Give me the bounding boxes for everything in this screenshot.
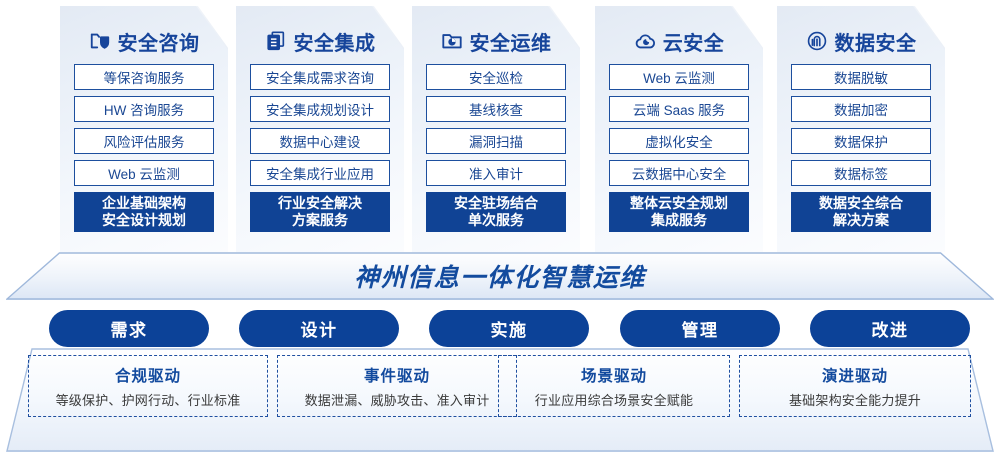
- service-item[interactable]: 数据脱敏: [791, 64, 931, 90]
- phase-pill-row: 需求设计实施管理改进: [0, 310, 1000, 348]
- service-column: 安全运维安全巡检基线核查漏洞扫描准入审计安全驻场结合单次服务: [412, 6, 580, 252]
- driver-group: 合规驱动等级保护、护网行动、行业标准事件驱动数据泄漏、威胁攻击、准入审计场景驱动…: [0, 355, 1000, 445]
- banner-title: 神州信息一体化智慧运维: [0, 252, 1000, 300]
- service-item[interactable]: 数据保护: [791, 128, 931, 154]
- service-item[interactable]: 风险评估服务: [74, 128, 214, 154]
- column-highlight-card[interactable]: 数据安全综合解决方案: [791, 192, 931, 232]
- driver-card[interactable]: 演进驱动基础架构安全能力提升: [739, 355, 971, 417]
- column-header: 安全咨询: [60, 26, 228, 56]
- service-item[interactable]: 数据加密: [791, 96, 931, 122]
- column-highlight-card[interactable]: 整体云安全规划集成服务: [609, 192, 749, 232]
- cloud-icon: [634, 30, 656, 52]
- column-header: 数据安全: [777, 26, 945, 56]
- fingerprint-icon: [806, 30, 828, 52]
- driver-description: 数据泄漏、威胁攻击、准入审计: [304, 392, 490, 408]
- driver-title: 事件驱动: [363, 367, 430, 385]
- service-column: 数据安全数据脱敏数据加密数据保护数据标签数据安全综合解决方案: [777, 6, 945, 252]
- highlight-line: 安全驻场结合: [454, 195, 538, 211]
- phase-pill[interactable]: 设计: [239, 310, 399, 347]
- banner-title-text: 神州信息一体化智慧运维: [354, 264, 646, 292]
- phase-pill[interactable]: 实施: [429, 310, 589, 347]
- service-item[interactable]: 数据标签: [791, 160, 931, 186]
- phase-pill[interactable]: 管理: [620, 310, 780, 347]
- highlight-line: 解决方案: [833, 212, 889, 228]
- service-item-list: 安全巡检基线核查漏洞扫描准入审计安全驻场结合单次服务: [426, 64, 566, 232]
- column-highlight-card[interactable]: 企业基础架构安全设计规划: [74, 192, 214, 232]
- service-item[interactable]: 安全巡检: [426, 64, 566, 90]
- column-title: 云安全: [662, 32, 725, 55]
- service-item[interactable]: 基线核查: [426, 96, 566, 122]
- highlight-line: 行业安全解决: [278, 195, 362, 211]
- service-item[interactable]: 漏洞扫描: [426, 128, 566, 154]
- driver-card[interactable]: 场景驱动行业应用综合场景安全赋能: [498, 355, 730, 417]
- service-item[interactable]: Web 云监测: [74, 160, 214, 186]
- highlight-line: 整体云安全规划: [630, 195, 728, 211]
- driver-title: 演进驱动: [821, 367, 888, 385]
- highlight-line: 集成服务: [651, 212, 707, 228]
- phase-pill[interactable]: 需求: [49, 310, 209, 347]
- column-highlight-card[interactable]: 行业安全解决方案服务: [250, 192, 390, 232]
- service-item-list: Web 云监测云端 Saas 服务虚拟化安全云数据中心安全整体云安全规划集成服务: [609, 64, 749, 232]
- service-item[interactable]: 准入审计: [426, 160, 566, 186]
- driver-title: 合规驱动: [114, 367, 181, 385]
- driver-description: 等级保护、护网行动、行业标准: [55, 392, 241, 408]
- service-column: 安全咨询等保咨询服务 HW 咨询服务风险评估服务 Web 云监测企业基础架构安全设计…: [60, 6, 228, 252]
- driver-card[interactable]: 事件驱动数据泄漏、威胁攻击、准入审计: [277, 355, 517, 417]
- service-item[interactable]: 数据中心建设: [250, 128, 390, 154]
- column-title: 安全咨询: [117, 32, 200, 55]
- service-item[interactable]: 云端 Saas 服务: [609, 96, 749, 122]
- column-header: 安全运维: [412, 26, 580, 56]
- service-item-list: 安全集成需求咨询安全集成规划设计数据中心建设安全集成行业应用行业安全解决方案服务: [250, 64, 390, 232]
- column-header: 安全集成: [236, 26, 404, 56]
- highlight-line: 企业基础架构: [102, 195, 186, 211]
- highlight-line: 单次服务: [468, 212, 524, 228]
- service-item-list: 数据脱敏数据加密数据保护数据标签数据安全综合解决方案: [791, 64, 931, 232]
- folder-chart-icon: [441, 30, 463, 52]
- column-header: 云安全: [595, 26, 763, 56]
- service-item[interactable]: 虚拟化安全: [609, 128, 749, 154]
- folder-shield-icon: [89, 30, 111, 52]
- driver-description: 行业应用综合场景安全赋能: [534, 392, 694, 408]
- highlight-line: 安全设计规划: [102, 212, 186, 228]
- column-title: 安全运维: [469, 32, 552, 55]
- driver-card[interactable]: 合规驱动等级保护、护网行动、行业标准: [28, 355, 268, 417]
- service-item[interactable]: 安全集成需求咨询: [250, 64, 390, 90]
- highlight-line: 数据安全综合: [819, 195, 903, 211]
- service-item[interactable]: HW 咨询服务: [74, 96, 214, 122]
- service-item[interactable]: 安全集成规划设计: [250, 96, 390, 122]
- documents-stack-icon: [265, 30, 287, 52]
- service-item-list: 等保咨询服务 HW 咨询服务风险评估服务 Web 云监测企业基础架构安全设计规划: [74, 64, 214, 232]
- column-highlight-card[interactable]: 安全驻场结合单次服务: [426, 192, 566, 232]
- service-item[interactable]: 安全集成行业应用: [250, 160, 390, 186]
- service-pillars: 安全咨询等保咨询服务 HW 咨询服务风险评估服务 Web 云监测企业基础架构安全设计…: [0, 6, 1000, 256]
- service-column: 安全集成安全集成需求咨询安全集成规划设计数据中心建设安全集成行业应用行业安全解决…: [236, 6, 404, 252]
- phase-pill[interactable]: 改进: [810, 310, 970, 347]
- service-item[interactable]: Web 云监测: [609, 64, 749, 90]
- service-item[interactable]: 云数据中心安全: [609, 160, 749, 186]
- driver-title: 场景驱动: [580, 367, 647, 385]
- service-column: 云安全 Web 云监测云端 Saas 服务虚拟化安全云数据中心安全整体云安全规划集…: [595, 6, 763, 252]
- column-title: 安全集成: [293, 32, 376, 55]
- service-item[interactable]: 等保咨询服务: [74, 64, 214, 90]
- driver-description: 基础架构安全能力提升: [788, 392, 921, 408]
- highlight-line: 方案服务: [292, 212, 348, 228]
- column-title: 数据安全: [834, 32, 917, 55]
